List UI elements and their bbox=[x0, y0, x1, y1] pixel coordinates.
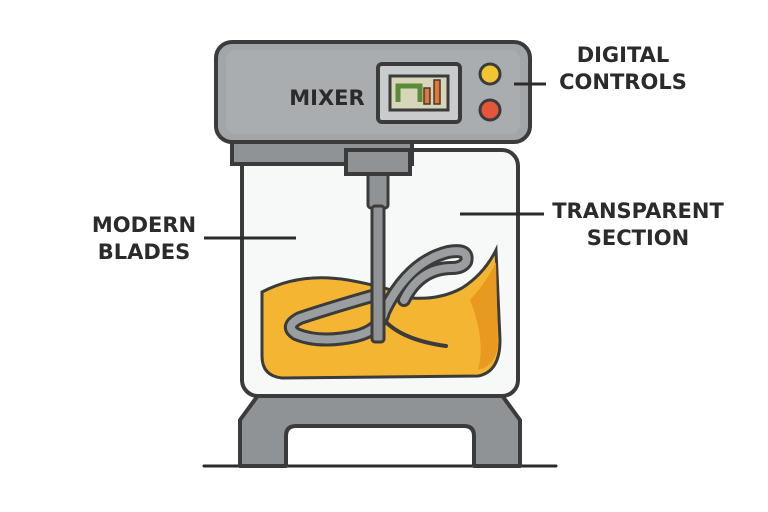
callout-digital-controls-line1: DIGITAL bbox=[576, 43, 670, 67]
dough-shading bbox=[470, 262, 498, 370]
callout-transparent-section-line2: SECTION bbox=[586, 226, 690, 250]
display-bar-orange bbox=[423, 87, 431, 105]
mixer-stand bbox=[238, 388, 522, 468]
callout-modern-blades-line2: BLADES bbox=[97, 240, 191, 264]
mixer-shaft-lower bbox=[370, 204, 386, 344]
display-graph-green bbox=[395, 83, 423, 102]
mixer-collar-hub bbox=[344, 148, 412, 176]
callout-digital-controls-line2: CONTROLS bbox=[559, 70, 687, 94]
callout-modern-blades: MODERN BLADES bbox=[84, 212, 204, 266]
mixer-head-highlight bbox=[226, 50, 520, 134]
callout-transparent-section-line1: TRANSPARENT bbox=[552, 199, 724, 223]
mixer-hook-tail bbox=[382, 318, 448, 348]
mixer-shaft bbox=[366, 170, 390, 210]
yellow-button-icon[interactable] bbox=[478, 62, 502, 86]
callout-digital-controls: DIGITAL CONTROLS bbox=[556, 42, 690, 96]
callout-modern-blades-line1: MODERN bbox=[91, 213, 197, 237]
mixer-brand-label: MIXER bbox=[289, 86, 365, 110]
red-button-icon[interactable] bbox=[478, 98, 502, 122]
callout-transparent-section: TRANSPARENT SECTION bbox=[552, 198, 724, 252]
display-bar-orange-tall bbox=[433, 79, 441, 105]
